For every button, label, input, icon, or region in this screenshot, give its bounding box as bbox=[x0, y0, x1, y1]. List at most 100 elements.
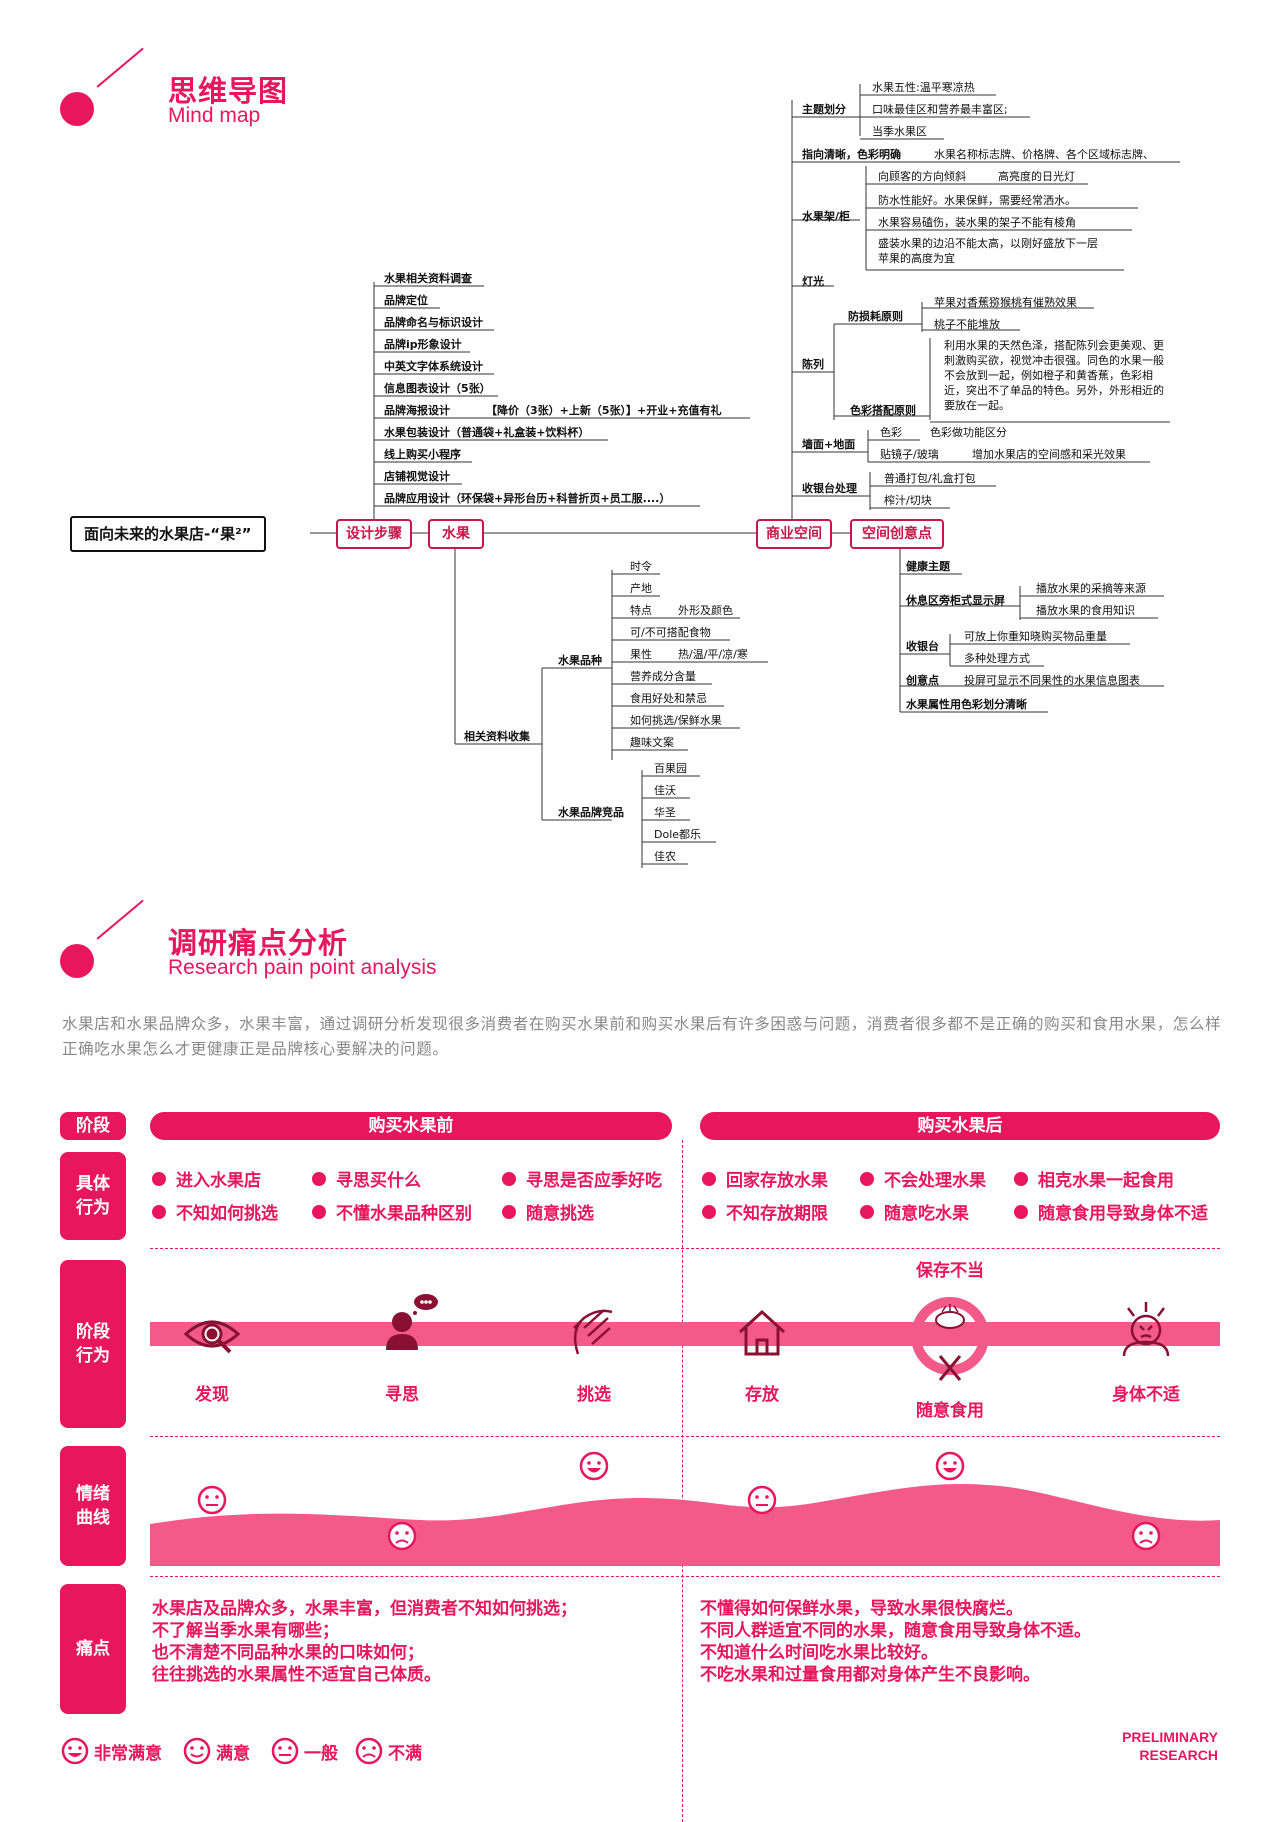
design-step-item: 品牌海报设计 bbox=[384, 404, 450, 417]
design-step-item: 中英文字体系统设计 bbox=[384, 360, 483, 373]
loss-item: 苹果对香蕉猕猴桃有催熟效果 bbox=[934, 296, 1077, 309]
pain-line: 不吃水果和过量食用都对身体产生不良影响。 bbox=[700, 1665, 1040, 1685]
emotion-face-neutral bbox=[747, 1485, 777, 1515]
row-label-emotion: 情绪曲线 bbox=[60, 1446, 126, 1566]
design-step-item: 信息图表设计（5张） bbox=[384, 382, 491, 395]
phase-after: 购买水果后 bbox=[700, 1112, 1220, 1140]
fruit-variety: 水果品种 bbox=[558, 654, 602, 667]
space-attr: 水果属性用色彩划分清晰 bbox=[906, 698, 1027, 711]
research-intro: 水果店和水果品牌众多，水果丰富，通过调研分析发现很多消费者在购买水果前和购买水果… bbox=[62, 1015, 1222, 1058]
emotion-face-neutral bbox=[197, 1485, 227, 1515]
legend-satisfied: 满意 bbox=[182, 1736, 250, 1766]
emotion-wave bbox=[150, 1483, 1220, 1566]
shelf-side: 高亮度的日光灯 bbox=[998, 170, 1075, 183]
row-label-behavior: 具体行为 bbox=[60, 1152, 126, 1240]
house-icon bbox=[738, 1309, 786, 1356]
variety-feature-sub: 外形及颜色 bbox=[678, 604, 733, 617]
competitor-item: Dole都乐 bbox=[654, 828, 702, 841]
stage-band bbox=[150, 1294, 1220, 1381]
design-step-item: 店铺视觉设计 bbox=[384, 470, 450, 483]
shelf-item: 向顾客的方向倾斜 bbox=[878, 170, 966, 183]
stage-top-label: 保存不当 bbox=[916, 1261, 984, 1281]
node-fruit: 水果 bbox=[428, 519, 484, 549]
competitor-item: 华圣 bbox=[654, 806, 676, 819]
stage-label-discover: 发现 bbox=[195, 1385, 229, 1405]
stage-label-pick: 挑选 bbox=[577, 1385, 611, 1405]
biz-cashier: 收银台处理 bbox=[802, 482, 857, 495]
pain-before: 水果店及品牌众多，水果丰富，但消费者不知如何挑选； 不了解当季水果有哪些； 也不… bbox=[152, 1598, 672, 1686]
eye-icon bbox=[183, 1320, 241, 1354]
biz-light: 灯光 bbox=[802, 275, 824, 288]
space-cash: 收银台 bbox=[906, 640, 939, 653]
legend-unsatisfied: 不满 bbox=[354, 1736, 422, 1766]
display-color: 色彩搭配原则 bbox=[850, 404, 916, 417]
biz-shelf: 水果架/柜 bbox=[802, 210, 851, 223]
row-label-stage-action: 阶段行为 bbox=[60, 1260, 126, 1428]
node-business-space: 商业空间 bbox=[756, 519, 832, 549]
behavior-item: 不知如何挑选 bbox=[152, 1199, 278, 1224]
display-color-note: 利用水果的天然色泽，搭配陈列会更美观、更刺激购买欲，视觉冲击很强。同色的水果一般… bbox=[944, 339, 1164, 412]
emotion-face-very-happy bbox=[935, 1451, 965, 1481]
row-label-stage: 阶段 bbox=[60, 1112, 126, 1140]
behavior-item: 随意挑选 bbox=[502, 1199, 594, 1224]
node-space-idea: 空间创意点 bbox=[850, 519, 944, 549]
theme-item: 口味最佳区和营养最丰富区; bbox=[872, 103, 1008, 116]
pain-line: 不同人群适宜不同的水果，随意食用导致身体不适。 bbox=[700, 1621, 1091, 1641]
design-step-item: 线上购买小程序 bbox=[384, 448, 461, 461]
design-poster-note: 【降价（3张）+上新（5张）】+开业+充值有礼 bbox=[486, 404, 722, 417]
variety-item: 可/不可搭配食物 bbox=[630, 626, 711, 639]
behavior-item: 进入水果店 bbox=[152, 1166, 261, 1191]
wall-note: 色彩做功能区分 bbox=[930, 426, 1007, 439]
neutral-face-icon bbox=[271, 1737, 299, 1765]
hand-icon bbox=[573, 1309, 613, 1355]
brand-mark: PRELIMINARY RESEARCH bbox=[1122, 1729, 1218, 1763]
sick-person-icon bbox=[1122, 1302, 1170, 1357]
row-label-emotion-text: 情绪曲线 bbox=[76, 1484, 110, 1528]
cashier-item: 榨汁/切块 bbox=[884, 494, 932, 507]
emotion-face-very-happy bbox=[579, 1451, 609, 1481]
legend-neutral: 一般 bbox=[270, 1736, 338, 1766]
biz-display: 陈列 bbox=[802, 358, 824, 371]
fruit-collect: 相关资料收集 bbox=[464, 730, 530, 743]
behavior-item: 不会处理水果 bbox=[860, 1166, 986, 1191]
variety-item: 食用好处和禁忌 bbox=[630, 692, 707, 705]
biz-theme: 主题划分 bbox=[802, 103, 846, 116]
loss-item: 桃子不能堆放 bbox=[934, 318, 1000, 331]
mind-map-lines bbox=[310, 84, 1180, 868]
space-health: 健康主题 bbox=[906, 560, 950, 573]
phase-before: 购买水果前 bbox=[150, 1112, 672, 1140]
pain-line: 不知道什么时间吃水果比较好。 bbox=[700, 1643, 938, 1663]
stage-label-eat: 随意食用 bbox=[916, 1401, 984, 1421]
behavior-item: 随意吃水果 bbox=[860, 1199, 969, 1224]
variety-item: 时令 bbox=[630, 560, 652, 573]
thinking-person-icon bbox=[386, 1294, 438, 1350]
section-slash bbox=[96, 899, 144, 940]
fruit-competitors: 水果品牌竞品 bbox=[558, 806, 624, 819]
space-screen: 休息区旁柜式显示屏 bbox=[906, 594, 1005, 607]
pain-line: 水果店及品牌众多，水果丰富，但消费者不知如何挑选； bbox=[152, 1599, 577, 1619]
row-divider bbox=[150, 1576, 1220, 1577]
behavior-item: 随意食用导致身体不适 bbox=[1014, 1199, 1208, 1224]
competitor-item: 佳农 bbox=[654, 850, 676, 863]
variety-item: 营养成分含量 bbox=[630, 670, 696, 683]
theme-item: 当季水果区 bbox=[872, 125, 927, 138]
screen-item: 播放水果的食用知识 bbox=[1036, 604, 1135, 617]
row-label-pain: 痛点 bbox=[60, 1584, 126, 1714]
behavior-item: 相克水果一起食用 bbox=[1014, 1166, 1174, 1191]
screen-item: 播放水果的采摘等来源 bbox=[1036, 582, 1146, 595]
variety-nature-sub: 热/温/平/凉/寒 bbox=[678, 648, 748, 661]
pain-line: 不懂得如何保鲜水果，导致水果很快腐烂。 bbox=[700, 1599, 1023, 1619]
pain-line: 也不清楚不同品种水果的口味如何； bbox=[152, 1643, 424, 1663]
design-step-item: 品牌定位 bbox=[384, 294, 428, 307]
space-idea: 创意点 bbox=[906, 674, 939, 687]
display-loss: 防损耗原则 bbox=[848, 310, 903, 323]
sad-face-icon bbox=[355, 1737, 383, 1765]
mindmap-subtitle: Mind map bbox=[168, 104, 261, 127]
emotion-face-sad bbox=[387, 1521, 417, 1551]
legend-very-satisfied: 非常满意 bbox=[60, 1736, 162, 1766]
behavior-item: 不知存放期限 bbox=[702, 1199, 828, 1224]
phase-divider bbox=[682, 1140, 683, 1822]
behavior-item: 回家存放水果 bbox=[702, 1166, 828, 1191]
wall-note: 增加水果店的空间感和采光效果 bbox=[972, 448, 1126, 461]
very-happy-face-icon bbox=[61, 1737, 89, 1765]
